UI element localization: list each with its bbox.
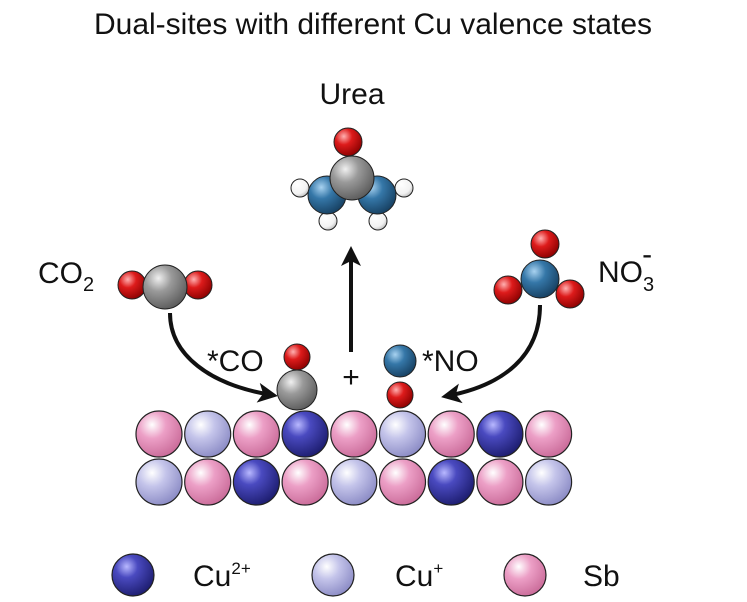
surface-atom-sb — [281, 458, 329, 506]
arrow-no3-to-no — [441, 304, 542, 404]
co2-label: CO2 — [38, 257, 94, 296]
plus-sign: + — [342, 361, 360, 394]
surface-atom-sb — [378, 458, 427, 506]
arrow-co2-to-co — [168, 312, 278, 403]
hydrogen-atom — [394, 178, 414, 198]
surface-atom-cu1 — [378, 410, 427, 458]
surface-atom-cu2 — [232, 458, 280, 506]
surface-atom-cu2 — [427, 458, 475, 506]
legend-cu1-swatch — [311, 553, 355, 597]
legend-cu1-label: Cu+ — [395, 559, 443, 593]
oxygen-atom — [283, 343, 311, 371]
oxygen-atom — [493, 275, 523, 305]
carbon-atom — [142, 264, 188, 310]
surface-atom-sb — [184, 458, 232, 506]
oxygen-atom — [386, 381, 414, 409]
legend: Cu2+ Cu+ Sb — [111, 553, 620, 597]
surface-atom-sb — [427, 410, 475, 458]
hydrogen-atom — [368, 211, 388, 231]
nitrate-molecule — [493, 229, 585, 309]
oxygen-atom — [183, 270, 213, 300]
surface-atom-cu1 — [330, 458, 378, 506]
surface-atom-sb — [330, 410, 378, 458]
surface-atom-cu1 — [524, 458, 573, 506]
hydrogen-atom — [290, 178, 310, 198]
carbon-atom — [276, 369, 318, 411]
hydrogen-atom — [318, 211, 338, 231]
oxygen-atom — [333, 127, 363, 157]
catalyst-surface — [135, 410, 573, 506]
legend-cu2-label: Cu2+ — [193, 559, 251, 593]
surface-atom-cu2 — [281, 410, 329, 458]
surface-atom-sb — [135, 410, 183, 458]
no3-label: NO3- — [598, 238, 654, 296]
legend-sb-label: Sb — [583, 560, 620, 593]
co2-molecule — [117, 264, 213, 310]
oxygen-atom — [555, 279, 585, 309]
no-adsorbate — [383, 344, 417, 409]
surface-atom-cu2 — [476, 410, 524, 458]
oxygen-atom — [117, 270, 147, 300]
co-adsorbate — [276, 343, 318, 411]
surface-atom-sb — [524, 410, 573, 458]
co-adsorbate-label: *CO — [207, 345, 264, 378]
nitrogen-atom — [383, 344, 417, 378]
nitrogen-atom — [520, 259, 560, 299]
legend-cu2-swatch — [111, 553, 155, 597]
oxygen-atom — [530, 229, 560, 259]
surface-atom-cu1 — [135, 458, 183, 506]
surface-atom-sb — [476, 458, 524, 506]
surface-atom-cu1 — [184, 410, 232, 458]
legend-sb-swatch — [503, 553, 547, 597]
diagram-title: Dual-sites with different Cu valence sta… — [94, 8, 652, 41]
carbon-atom — [329, 155, 375, 201]
surface-atom-sb — [232, 410, 280, 458]
urea-molecule — [290, 127, 414, 231]
no-adsorbate-label: *NO — [422, 345, 479, 378]
urea-label: Urea — [319, 78, 384, 111]
